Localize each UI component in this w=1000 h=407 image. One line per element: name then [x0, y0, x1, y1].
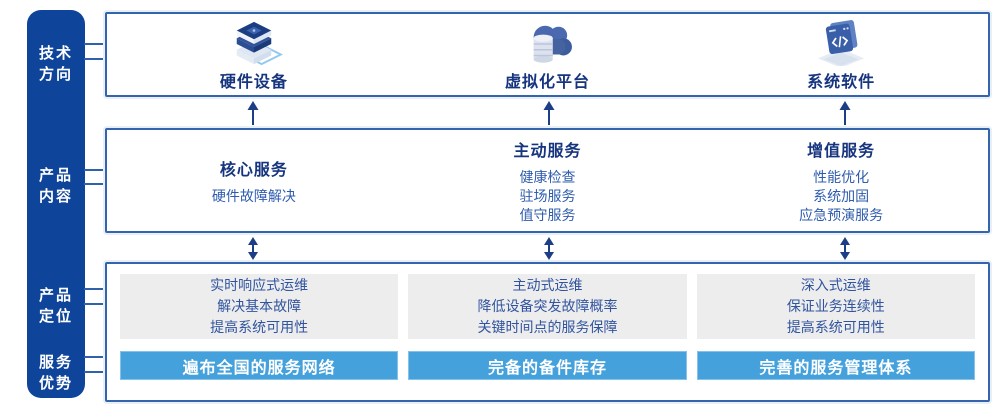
service-column-title: 核心服务 [219, 161, 288, 179]
positioning-point: 降低设备突发故障概率 [477, 298, 618, 315]
arrow-double-vertical-icon [544, 237, 554, 260]
tech-item-label: 系统软件 [807, 73, 876, 91]
positioning-point: 解决基本故障 [217, 298, 302, 315]
tech-item-label: 硬件设备 [219, 73, 288, 91]
advantage-banner: 完善的服务管理体系 [696, 351, 975, 380]
connector-line [84, 303, 106, 305]
arrow-up-icon [543, 101, 555, 125]
sidebar-item-service-advantage: 服务优势 [27, 352, 85, 394]
advantage-banner: 遍布全国的服务网络 [120, 351, 399, 380]
connector-line [84, 183, 106, 185]
arrow-up-icon [247, 101, 259, 125]
positioning-column-proactive: 主动式运维 降低设备突发故障概率 关键时间点的服务保障 完备的备件库存 [408, 274, 687, 380]
sidebar-item-product-positioning: 产品定位 [27, 285, 85, 327]
positioning-point: 提高系统可用性 [786, 319, 885, 336]
sidebar-item-product-content: 产品内容 [27, 165, 85, 207]
connector-line [84, 58, 106, 60]
positioning-point: 保证业务连续性 [786, 298, 885, 315]
sidebar-item-label: 服务优势 [38, 354, 73, 392]
connector-line [84, 288, 106, 290]
sidebar-item-label: 技术方向 [38, 45, 73, 83]
software-window-icon [812, 18, 870, 66]
connector-line [84, 371, 106, 373]
connector-line [84, 356, 106, 358]
positioning-point: 深入式运维 [800, 277, 871, 294]
sidebar: 技术方向 产品内容 产品定位 服务优势 [27, 10, 85, 398]
product-content-panel: 核心服务 硬件故障解决 主动服务 健康检查 驻场服务 值守服务 增值服务 性能优… [105, 128, 990, 233]
service-column-core: 核心服务 硬件故障解决 [107, 130, 401, 231]
positioning-point: 主动式运维 [512, 277, 583, 294]
service-item: 性能优化 [813, 168, 870, 185]
advantage-banner: 完备的备件库存 [408, 351, 687, 380]
positioning-point: 关键时间点的服务保障 [477, 319, 618, 336]
arrow-double-vertical-icon [840, 237, 850, 260]
arrow-double-vertical-icon [248, 237, 258, 260]
service-column-proactive: 主动服务 健康检查 驻场服务 值守服务 [401, 130, 695, 231]
tech-item-system-software: 系统软件 [694, 14, 988, 95]
connector-line [84, 169, 106, 171]
tech-item-hardware: 硬件设备 [107, 14, 401, 95]
sidebar-item-label: 产品内容 [38, 167, 73, 205]
service-item: 系统加固 [813, 187, 870, 204]
positioning-column-realtime: 实时响应式运维 解决基本故障 提高系统可用性 遍布全国的服务网络 [120, 274, 399, 380]
tech-item-virtualization: 虚拟化平台 [401, 14, 695, 95]
connector-line [84, 43, 106, 45]
positioning-points-panel: 实时响应式运维 解决基本故障 提高系统可用性 [120, 274, 399, 340]
server-stack-icon [225, 18, 283, 66]
positioning-points-panel: 深入式运维 保证业务连续性 提高系统可用性 [696, 274, 975, 340]
sidebar-item-label: 产品定位 [38, 287, 73, 325]
service-column-value-added: 增值服务 性能优化 系统加固 应急预演服务 [694, 130, 988, 231]
tech-item-label: 虚拟化平台 [505, 73, 591, 91]
arrow-up-icon [839, 101, 851, 125]
tech-direction-panel: 硬件设备 虚拟化平台 [105, 12, 990, 97]
service-column-title: 增值服务 [807, 142, 876, 160]
service-item: 应急预演服务 [799, 206, 884, 223]
service-item: 健康检查 [519, 168, 576, 185]
product-positioning-panel: 实时响应式运维 解决基本故障 提高系统可用性 遍布全国的服务网络 主动式运维 降… [105, 262, 990, 402]
service-item: 驻场服务 [519, 187, 576, 204]
service-item: 值守服务 [519, 206, 576, 223]
cloud-database-icon [519, 18, 577, 66]
positioning-point: 实时响应式运维 [210, 277, 309, 294]
service-column-title: 主动服务 [513, 142, 582, 160]
positioning-points-panel: 主动式运维 降低设备突发故障概率 关键时间点的服务保障 [408, 274, 687, 340]
sidebar-item-tech-direction: 技术方向 [27, 43, 85, 85]
positioning-point: 提高系统可用性 [210, 319, 309, 336]
positioning-column-indepth: 深入式运维 保证业务连续性 提高系统可用性 完善的服务管理体系 [696, 274, 975, 380]
service-item: 硬件故障解决 [211, 187, 296, 204]
